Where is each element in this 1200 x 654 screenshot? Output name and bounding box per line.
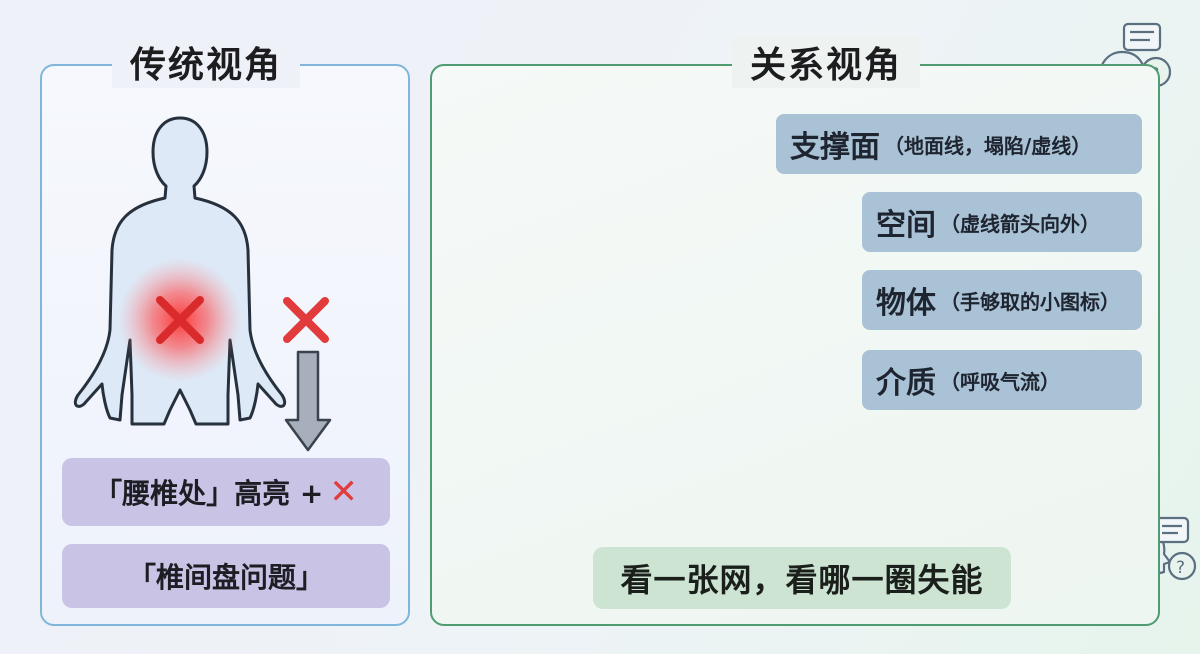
label-medium-main: 介质	[876, 366, 936, 401]
down-arrow-icon	[284, 350, 332, 452]
label-object-main: 物体	[876, 286, 936, 321]
diagnosis-label-text: 「椎间盘问题」	[127, 561, 324, 594]
label-support-surface: 支撑面 （地面线，塌陷/虚线）	[776, 114, 1142, 174]
label-medium-sub: （呼吸气流）	[940, 369, 1060, 394]
label-support-surface-main: 支撑面	[790, 130, 880, 165]
label-object-sub: （手够取的小图标）	[940, 289, 1120, 314]
label-medium: 介质 （呼吸气流）	[862, 350, 1142, 410]
label-space: 空间 （虚线箭头向外）	[862, 192, 1142, 252]
label-object: 物体 （手够取的小图标）	[862, 270, 1142, 330]
traditional-view-title: 传统视角	[112, 36, 301, 88]
label-space-sub: （虚线箭头向外）	[940, 211, 1100, 236]
label-space-main: 空间	[876, 208, 936, 243]
conclusion-box: 看一张网，看哪一圈失能	[593, 547, 1011, 609]
red-x-icon	[283, 297, 329, 343]
red-x-icon	[156, 296, 204, 344]
red-x-icon: ✕	[329, 472, 358, 512]
relational-view-title: 关系视角	[732, 36, 921, 88]
question-mark-icon: ?	[1176, 558, 1185, 578]
highlight-label-box: 「腰椎处」高亮 + ✕	[62, 458, 390, 526]
diagnosis-label-box: 「椎间盘问题」	[62, 544, 390, 608]
highlight-label-text: 「腰椎处」高亮 +	[94, 477, 324, 510]
label-support-surface-sub: （地面线，塌陷/虚线）	[884, 133, 1092, 158]
